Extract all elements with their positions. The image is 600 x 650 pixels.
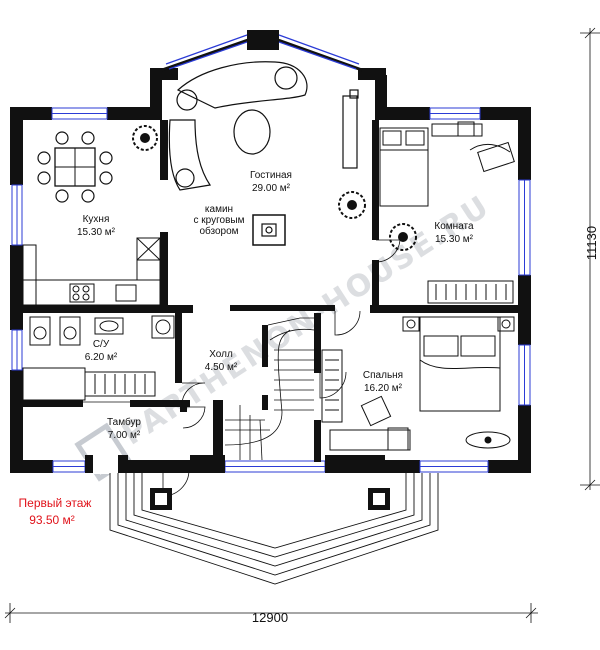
bathroom-fixtures — [22, 315, 175, 401]
hall-area: 4.50 м² — [205, 362, 238, 373]
dimension-line-width — [4, 603, 538, 623]
living-name: Гостиная — [250, 170, 292, 181]
bay-window-walls — [161, 38, 363, 72]
fireplace-label-1: камин — [205, 204, 233, 215]
exterior-walls — [10, 30, 531, 473]
bath-area: 6.20 м² — [85, 352, 118, 363]
bay-windows — [165, 34, 360, 70]
dimension-line-height — [580, 27, 600, 491]
plant-icons — [132, 125, 417, 251]
staircase — [224, 317, 315, 461]
dining-chairs — [37, 131, 113, 203]
fireplace-label-3: обзором — [199, 225, 238, 237]
bedroom-area: 16.20 м² — [364, 383, 403, 394]
room-furniture — [379, 121, 515, 304]
width-dimension: 12900 — [252, 610, 288, 625]
porch — [109, 473, 439, 585]
windows — [10, 106, 532, 474]
living-area: 29.00 м² — [252, 183, 291, 194]
kitchen-furniture — [22, 147, 161, 306]
room-area: 15.30 м² — [435, 234, 474, 245]
vestibule-area: 7.00 м² — [108, 430, 141, 441]
kitchen-area: 15.30 м² — [77, 227, 116, 238]
room-name: Комната — [434, 221, 474, 232]
floor-title: Первый этаж — [19, 496, 92, 510]
kitchen-name: Кухня — [83, 214, 110, 225]
bath-name: С/У — [93, 339, 110, 350]
height-dimension: 11130 — [584, 226, 599, 260]
fireplace-label-2: с круговым — [194, 215, 245, 226]
interior-walls — [23, 120, 518, 462]
hall-name: Холл — [209, 349, 233, 360]
floor-area: 93.50 м² — [29, 513, 75, 527]
porch-columns — [150, 488, 390, 510]
bedroom-furniture — [321, 316, 515, 451]
bedroom-name: Спальня — [363, 370, 403, 381]
room-labels: Кухня 15.30 м² Гостиная 29.00 м² камин с… — [77, 170, 474, 441]
vestibule-name: Тамбур — [107, 416, 141, 428]
living-furniture — [168, 61, 359, 246]
